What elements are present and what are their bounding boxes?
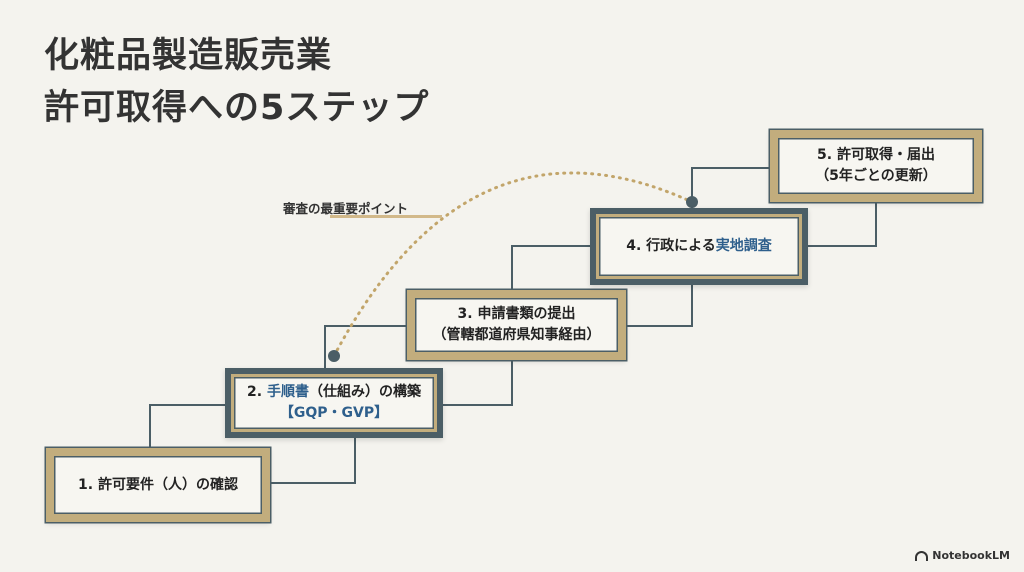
connector-upper-4-5 xyxy=(691,167,770,208)
page-title: 化粧品製造販売業 許可取得への5ステップ xyxy=(44,30,429,134)
step-5-line-1: 5. 許可取得・届出 xyxy=(817,147,935,163)
connector-upper-2-3 xyxy=(324,325,407,368)
step-2-box: 2. 手順書（仕組み）の構築 【GQP・GVP】 xyxy=(225,368,443,438)
step-2-highlight: 手順書 xyxy=(266,384,309,400)
connector-lower-1-2 xyxy=(270,438,356,484)
connector-upper-1-2 xyxy=(149,404,225,448)
step-3-line-1: 3. 申請書類の提出 xyxy=(457,306,576,322)
connector-lower-4-5 xyxy=(808,202,877,247)
title-line-1: 化粧品製造販売業 xyxy=(44,36,333,76)
step-4-highlight: 実地調査 xyxy=(715,238,772,254)
step-2-line-1: 2. 手順書（仕組み）の構築 xyxy=(247,382,421,403)
connector-lower-3-4 xyxy=(626,285,693,327)
callout-label: 審査の最重要ポイント xyxy=(283,201,409,216)
step-5-line-2: （5年ごとの更新） xyxy=(815,168,937,184)
arc-start-dot xyxy=(328,350,340,362)
callout-underline xyxy=(330,215,442,218)
step-4-prefix: 4. 行政による xyxy=(626,238,716,254)
dotted-arc xyxy=(332,171,694,358)
step-3-box: 3. 申請書類の提出 （管轄都道府県知事経由） xyxy=(407,290,626,360)
step-2-suffix: （仕組み）の構築 xyxy=(308,384,421,400)
connector-upper-3-4 xyxy=(511,245,590,290)
step-2-line-2: 【GQP・GVP】 xyxy=(279,405,389,421)
notebooklm-icon xyxy=(915,550,929,561)
step-5-box: 5. 許可取得・届出 （5年ごとの更新） xyxy=(770,130,982,202)
step-4-line-1: 4. 行政による実地調査 xyxy=(626,236,772,257)
step-3-line-2: （管轄都道府県知事経由） xyxy=(432,327,601,343)
step-4-box: 4. 行政による実地調査 xyxy=(590,208,808,285)
notebooklm-logo: NotebookLM xyxy=(915,549,1010,562)
title-line-2: 許可取得への5ステップ xyxy=(44,88,430,128)
connector-lower-2-3 xyxy=(443,360,513,406)
step-1-label: 1. 許可要件（人）の確認 xyxy=(78,476,238,493)
arc-end-dot xyxy=(686,196,698,208)
step-2-prefix: 2. xyxy=(247,384,267,400)
logo-text: NotebookLM xyxy=(932,549,1010,562)
step-1-box: 1. 許可要件（人）の確認 xyxy=(46,448,270,522)
